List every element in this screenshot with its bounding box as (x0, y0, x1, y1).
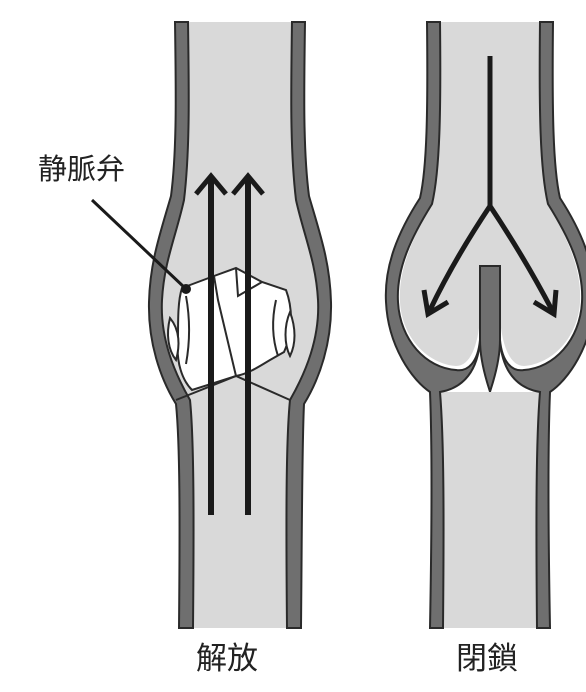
valve-callout-label: 静脈弁 (38, 155, 125, 184)
closed-valve-leaflets (480, 266, 500, 392)
closed-valve-vein (386, 22, 586, 628)
closed-caption: 閉鎖 (456, 644, 518, 675)
open-caption: 解放 (196, 644, 258, 675)
closed-vein-lower-lumen (440, 392, 540, 628)
valve-callout-dot (181, 284, 191, 294)
open-valve-vein (92, 22, 331, 628)
open-valve-right-sinus (286, 312, 295, 356)
